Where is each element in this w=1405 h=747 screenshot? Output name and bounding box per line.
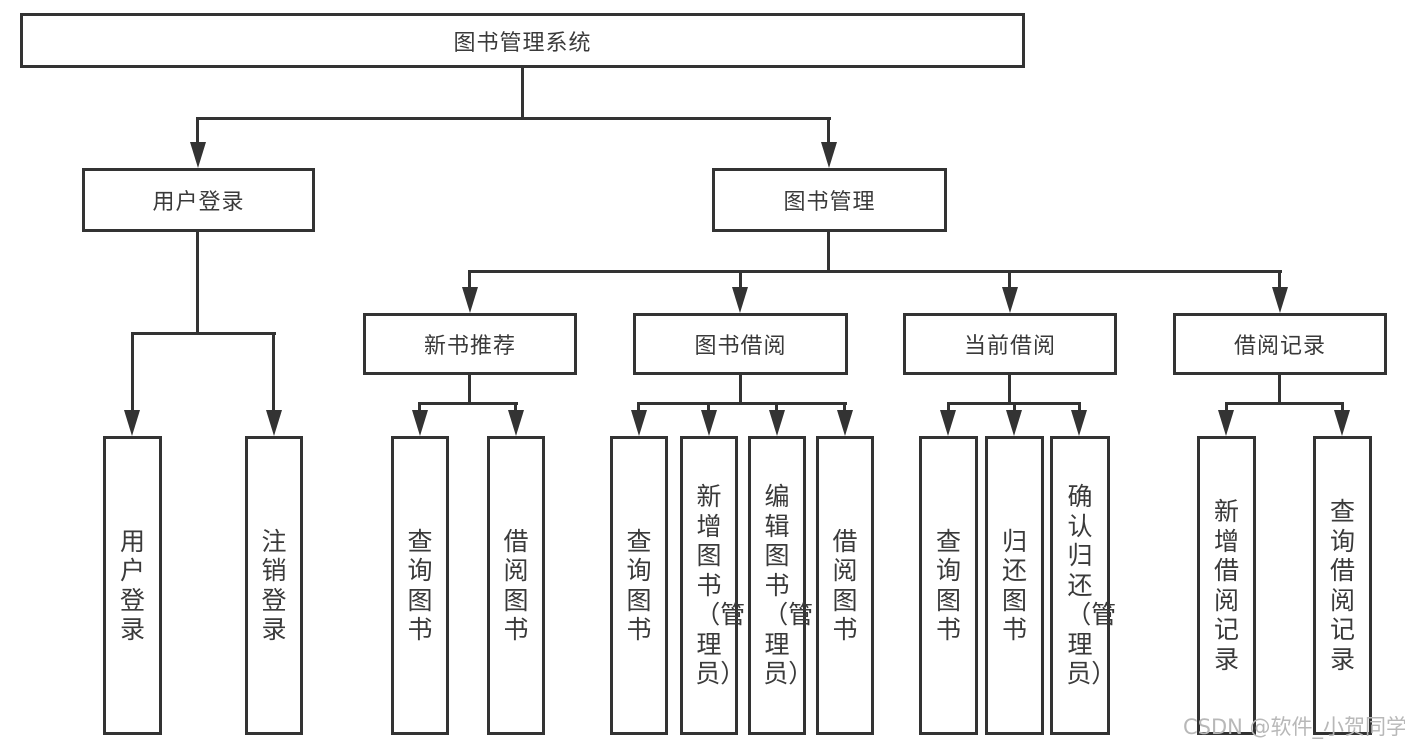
arrow-down-icon	[124, 410, 140, 436]
connector-line	[196, 232, 199, 335]
arrow-down-icon	[732, 287, 748, 313]
connector-line	[1008, 375, 1011, 405]
node-label: 当前借阅	[963, 334, 1056, 359]
node-label: 图书管理系统	[453, 30, 592, 56]
arrow-down-icon	[1006, 410, 1022, 436]
connector-line	[1225, 404, 1228, 413]
arrow-down-icon	[462, 287, 478, 313]
connector-line	[637, 402, 847, 405]
arrow-down-icon	[412, 410, 428, 436]
leaf-cb-return-books: 归还图书	[985, 436, 1044, 735]
connector-line	[418, 402, 518, 405]
node-label: 编辑图书（管理员）	[763, 482, 814, 689]
arrow-down-icon	[769, 410, 785, 436]
connector-line	[468, 272, 471, 289]
node-label: 确认归还（管理员）	[1066, 482, 1117, 689]
connector-line	[843, 404, 846, 413]
leaf-cb-confirm-return-admin: 确认归还（管理员）	[1050, 436, 1117, 735]
node-label: 查询图书	[626, 526, 652, 645]
leaf-bb-add-books-admin: 新增图书（管理员）	[680, 436, 746, 735]
leaf-bb-borrow-books: 借阅图书	[816, 436, 874, 735]
connector-line	[272, 334, 275, 412]
node-library-management-system: 图书管理系统	[20, 13, 1025, 68]
leaf-user-login: 用户登录	[103, 436, 162, 735]
node-label: 用户登录	[119, 526, 145, 645]
node-user-login: 用户登录	[82, 168, 315, 232]
connector-line	[468, 270, 1282, 273]
node-borrowing-records: 借阅记录	[1173, 313, 1387, 375]
leaf-nbr-query-books: 查询图书	[391, 436, 449, 735]
arrow-down-icon	[266, 410, 282, 436]
node-new-book-recommend: 新书推荐	[363, 313, 577, 375]
node-label: 查询图书	[935, 526, 961, 645]
arrow-down-icon	[940, 410, 956, 436]
node-current-borrowing: 当前借阅	[903, 313, 1117, 375]
node-label: 新增图书（管理员）	[695, 482, 746, 689]
connector-line	[521, 68, 524, 120]
arrow-down-icon	[821, 142, 837, 168]
arrow-down-icon	[837, 410, 853, 436]
node-label: 借阅记录	[1233, 334, 1326, 359]
node-book-borrowing: 图书借阅	[633, 313, 848, 375]
connector-line	[775, 404, 778, 413]
connector-line	[1078, 404, 1081, 413]
node-label: 新书推荐	[423, 334, 516, 359]
node-label: 注销登录	[261, 526, 287, 645]
arrow-down-icon	[701, 410, 717, 436]
connector-line	[1008, 272, 1011, 289]
node-label: 归还图书	[1001, 526, 1027, 645]
leaf-cb-query-books: 查询图书	[919, 436, 978, 735]
arrow-down-icon	[1272, 287, 1288, 313]
connector-line	[739, 375, 742, 405]
node-label: 借阅图书	[503, 526, 529, 645]
connector-line	[196, 119, 199, 145]
csdn-watermark: CSDN @软件_小贺同学	[1183, 715, 1405, 739]
leaf-logout: 注销登录	[245, 436, 303, 735]
connector-line	[827, 232, 830, 273]
connector-line	[131, 332, 276, 335]
node-label: 查询借阅记录	[1329, 497, 1355, 674]
leaf-bb-query-books: 查询图书	[610, 436, 668, 735]
node-label: 图书管理	[783, 190, 876, 215]
node-label: 图书借阅	[694, 334, 787, 359]
connector-line	[637, 404, 640, 413]
leaf-bb-edit-books-admin: 编辑图书（管理员）	[748, 436, 814, 735]
arrow-down-icon	[508, 410, 524, 436]
arrow-down-icon	[190, 142, 206, 168]
node-label: 借阅图书	[832, 526, 858, 645]
arrow-down-icon	[1218, 410, 1234, 436]
node-label: 查询图书	[407, 526, 433, 645]
arrow-down-icon	[1002, 287, 1018, 313]
connector-line	[418, 404, 421, 413]
connector-line	[1013, 404, 1016, 413]
connector-line	[827, 119, 830, 145]
connector-line	[947, 404, 950, 413]
connector-line	[1278, 375, 1281, 405]
arrow-down-icon	[631, 410, 647, 436]
leaf-nbr-borrow-books: 借阅图书	[487, 436, 545, 735]
connector-line	[468, 375, 471, 405]
arrow-down-icon	[1071, 410, 1087, 436]
leaf-br-query-record: 查询借阅记录	[1313, 436, 1372, 735]
node-book-management: 图书管理	[712, 168, 947, 232]
connector-line	[947, 402, 1081, 405]
leaf-br-add-record: 新增借阅记录	[1197, 436, 1256, 735]
connector-line	[1225, 402, 1344, 405]
node-label: 新增借阅记录	[1213, 497, 1239, 674]
connector-line	[131, 334, 134, 412]
connector-line	[707, 404, 710, 413]
node-label: 用户登录	[152, 190, 245, 215]
arrow-down-icon	[1334, 410, 1350, 436]
connector-line	[1278, 272, 1281, 289]
connector-line	[514, 404, 517, 413]
connector-line	[196, 117, 831, 120]
connector-line	[1341, 404, 1344, 413]
connector-line	[739, 272, 742, 289]
